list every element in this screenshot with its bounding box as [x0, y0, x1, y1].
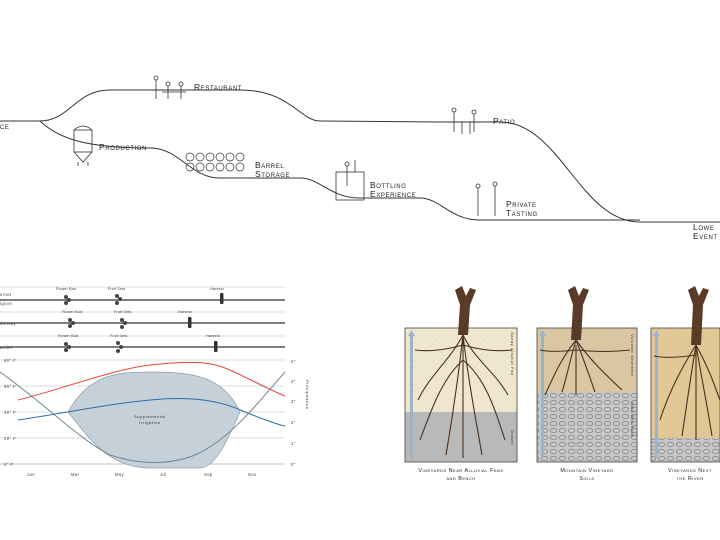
label-storage: Storage [255, 169, 290, 179]
vine-root-icon [539, 286, 631, 396]
label-private: Private [506, 199, 537, 209]
depth-bar [410, 334, 413, 458]
flow-line [0, 89, 720, 223]
y-right-5: 5" [291, 359, 296, 364]
y-right-4: 4" [291, 379, 296, 384]
variety-label-1: ernet [0, 292, 12, 297]
caption-mountain-2: Soils [579, 476, 594, 482]
event-fruit-sets-3: Fruit Sets [110, 334, 127, 338]
depth-bar [541, 334, 544, 458]
variety-label-4: andel [0, 345, 12, 350]
y-left-40: 40° F [4, 410, 16, 415]
event-flower-bud-1: Flower Bud [56, 287, 76, 291]
label-lower: Lowe [693, 222, 714, 232]
bottling-person-icon [335, 160, 365, 201]
y-left-80: 80° F [4, 358, 16, 363]
caption-river-1: Vineyards Next [668, 468, 712, 474]
event-harvest-1: Harvest [210, 287, 224, 291]
month-mar: Mar [71, 472, 80, 477]
climate-chart: ernet ignon donnay andel Flower Bud Frui… [0, 286, 310, 477]
month-may: May [115, 472, 125, 477]
soil-panel-alluvial: Sandy Alluvial Fan Gravel [404, 327, 518, 463]
y-right-0: 0" [291, 462, 296, 467]
label-event: Event [693, 231, 718, 241]
label-bottling: Bottling [370, 180, 406, 190]
y-left-60: 60° F [4, 384, 16, 389]
area-label-1: Supplemental [134, 414, 166, 419]
flow-branch-production [39, 120, 640, 221]
soil-panels: Sandy Alluvial Fan Gravel Volcanic Sedim… [404, 286, 720, 482]
variety-label-2: ignon [0, 301, 13, 306]
temperature-high-line [17, 361, 286, 401]
label-tasting: Tasting [506, 208, 538, 218]
event-flower-bud-2: Flower Bud [62, 310, 82, 314]
vine-root-icon [414, 286, 513, 458]
event-flower-bud-3: Flower Bud [58, 334, 78, 338]
label-experience: Experience [370, 189, 416, 199]
soil-panel-river [650, 327, 720, 463]
caption-alluvial-2: and Bench [446, 476, 475, 482]
soil-label-red-rock: Hard Red Rock [630, 402, 635, 437]
variety-label-3: donnay [0, 321, 17, 326]
y-right-3: 3" [291, 399, 296, 404]
month-jul: Jul [160, 472, 167, 477]
month-nov: Nov [248, 472, 257, 477]
temperature-low-line [17, 398, 286, 427]
area-label-2: Irrigation [139, 420, 161, 425]
grape-icon [64, 294, 127, 353]
vine-root-icon [653, 286, 720, 440]
y-left-20: 20° F [4, 436, 16, 441]
soil-label-sandy: Sandy Alluvial Fan [510, 332, 515, 376]
label-barrel: Barrel [255, 160, 284, 170]
winery-flow-diagram: Restaurant Production Barrel Storage Bot… [0, 75, 720, 241]
event-fruit-sets-2: Fruit Sets [114, 310, 131, 314]
event-harvest-3: Harvest [206, 334, 220, 338]
depth-bar [655, 334, 658, 458]
patio-table-icon [450, 107, 482, 134]
barrels-icon [185, 152, 245, 172]
event-fruit-sets-1: Fruit Sets [108, 287, 125, 291]
soil-label-gravel: Gravel [510, 430, 515, 445]
label-restaurant: Restaurant [194, 82, 242, 92]
label-patio: Patio [493, 116, 515, 126]
y-right-2: 2" [291, 420, 296, 425]
y-right-1: 1" [291, 441, 296, 446]
label-production: Production [99, 142, 147, 152]
label-left-edge: ce [0, 121, 10, 131]
private-tasting-icon [475, 181, 498, 216]
caption-alluvial-1: Vineyards Near Alluvial Fans [418, 468, 503, 474]
bottle-icon [188, 293, 224, 352]
y-right-axis-label: Precipitation [305, 380, 310, 410]
event-harvest-2: Harvest [178, 310, 192, 314]
precipitation-line [0, 371, 286, 463]
month-jan: Jan [27, 472, 35, 477]
soil-label-volcanic: Volcanic Sediment [630, 334, 635, 377]
production-tank-icon [73, 125, 93, 166]
restaurant-diners-icon [153, 75, 186, 99]
caption-river-2: the River [676, 476, 703, 482]
month-sep: Sep [204, 472, 213, 477]
y-left-0: 0° F [4, 462, 13, 467]
caption-mountain-1: Mountain Vineyard [560, 468, 613, 474]
soil-panel-mountain: Volcanic Sediment Hard Red Rock [536, 327, 638, 463]
irrigation-area [67, 371, 241, 469]
